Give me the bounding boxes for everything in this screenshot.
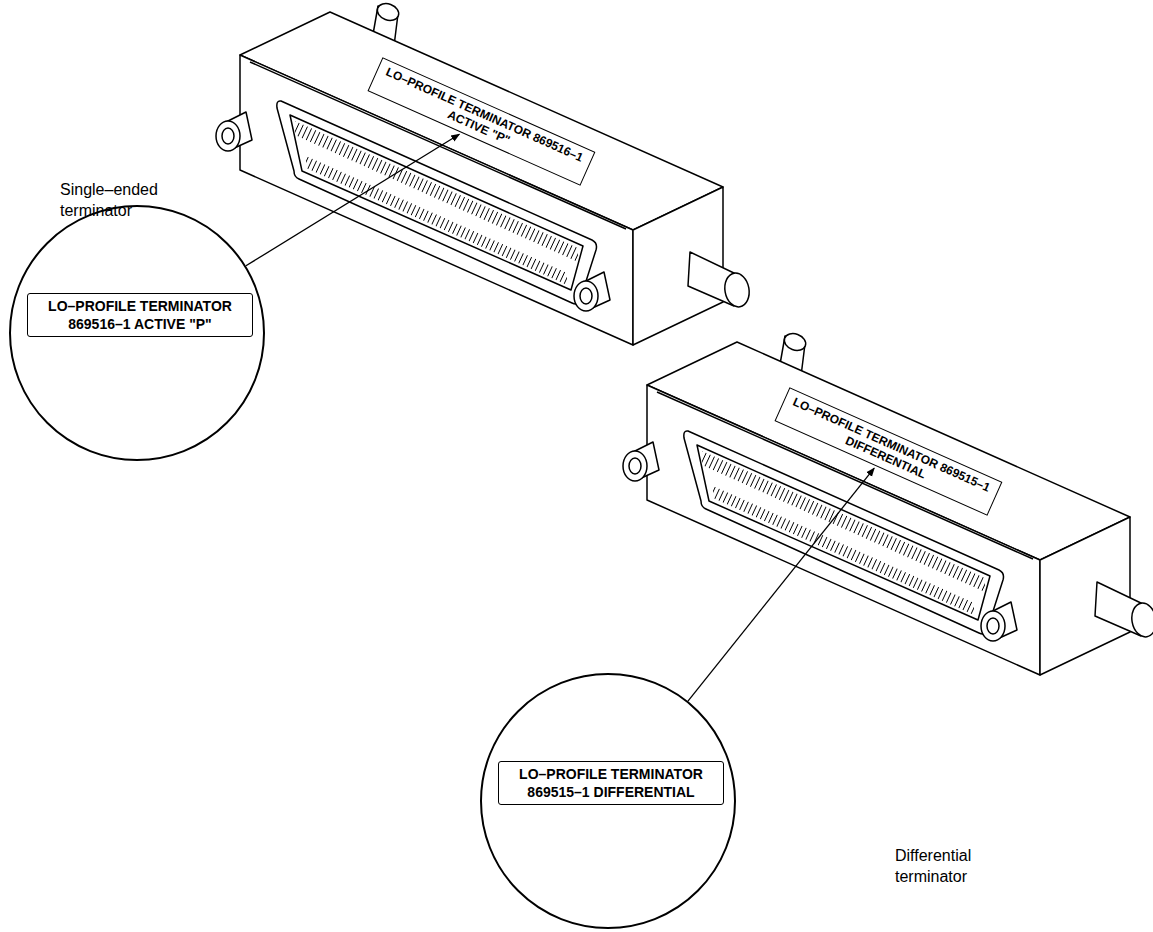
leader-arrow — [246, 134, 459, 266]
leader-arrow — [688, 468, 874, 701]
magnified-label: LO–PROFILE TERMINATOR 869516–1 ACTIVE "P… — [27, 293, 253, 337]
magnified-label: LO–PROFILE TERMINATOR 869515–1 DIFFERENT… — [498, 761, 724, 805]
callout-circle: LO–PROFILE TERMINATOR 869516–1 ACTIVE "P… — [9, 205, 265, 461]
callout-circle: LO–PROFILE TERMINATOR 869515–1 DIFFERENT… — [480, 673, 736, 929]
terminator-caption: Single–ended terminator — [60, 180, 175, 222]
differential-terminator — [623, 331, 1153, 675]
single-ended-terminator — [216, 1, 752, 345]
terminator-caption: Differential terminator — [895, 846, 1005, 888]
